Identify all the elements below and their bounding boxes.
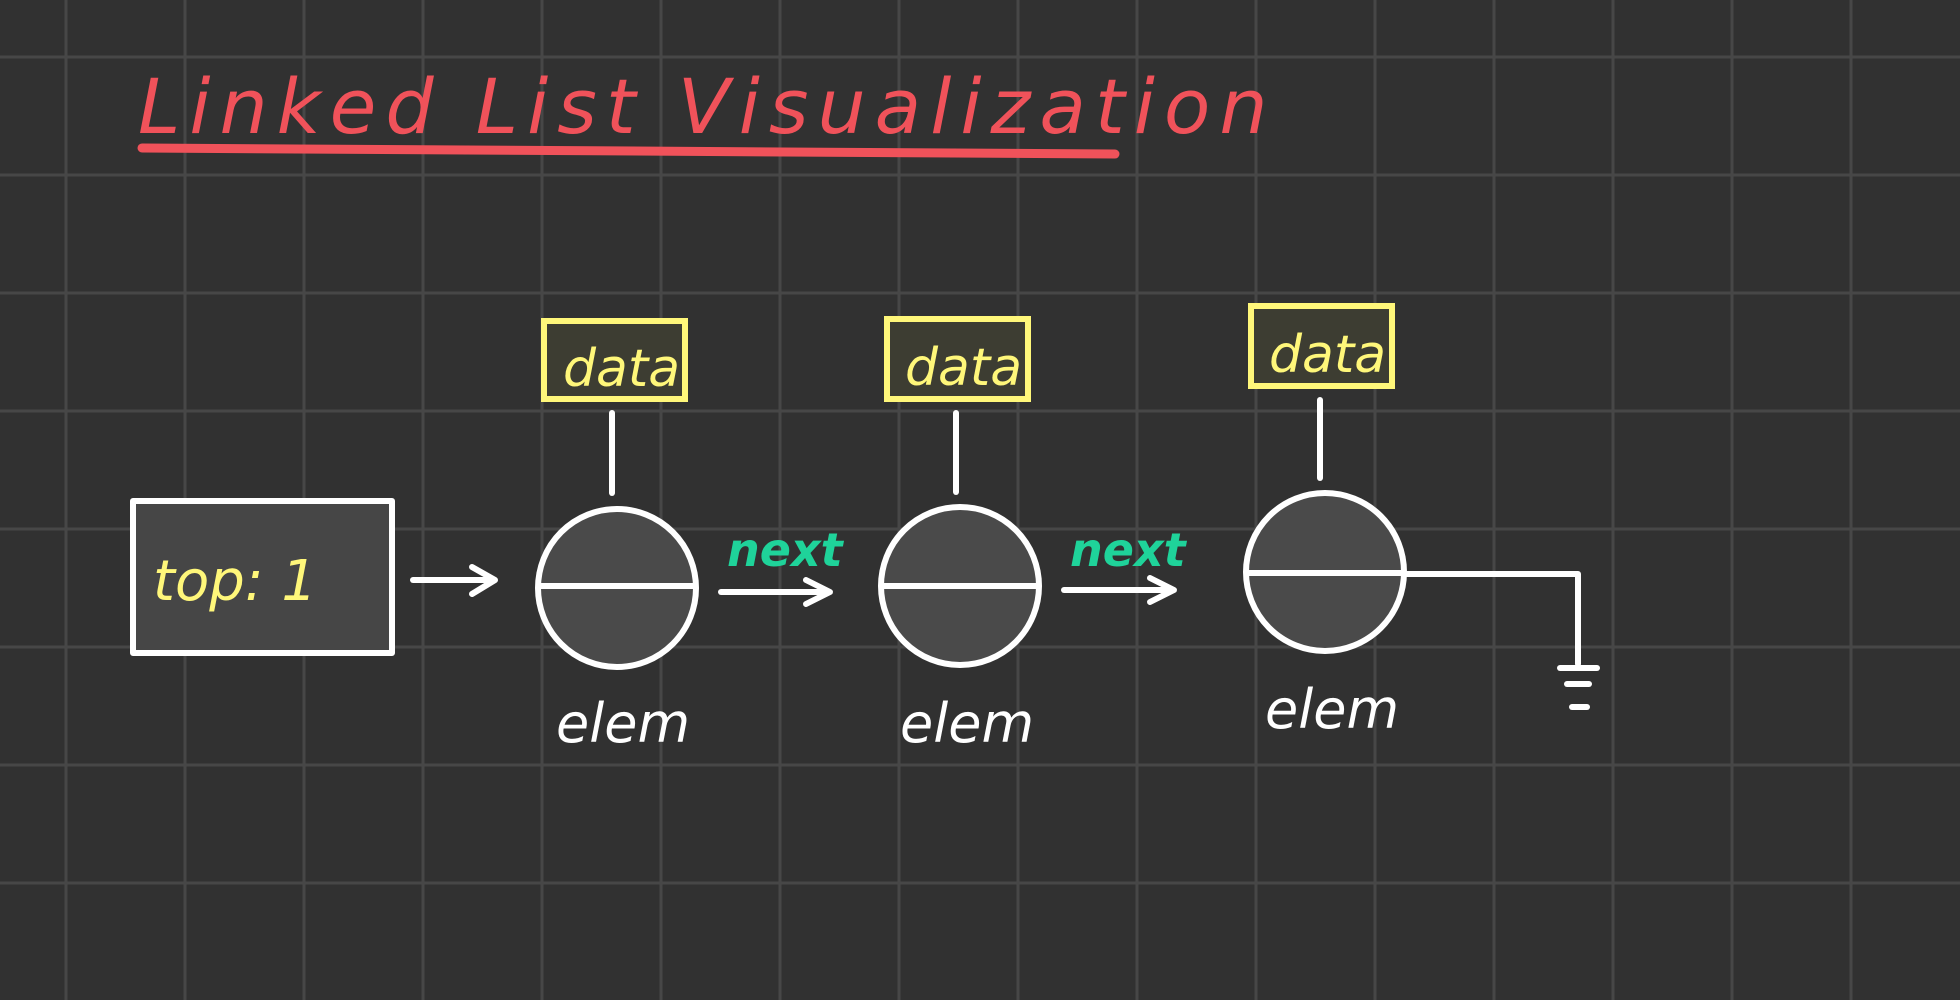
link-1-label: next	[727, 523, 845, 577]
node-1-data-label: data	[563, 339, 680, 399]
node-3-data-box	[1248, 303, 1395, 389]
node-2-data-label: data	[905, 338, 1022, 398]
head-pointer-box: top: 1	[130, 498, 395, 656]
title-underline	[137, 143, 1120, 159]
link-1: next	[718, 523, 845, 607]
ground-icon	[1401, 571, 1600, 710]
link-2: next	[1061, 523, 1188, 605]
arrow-right-icon	[1061, 575, 1177, 605]
diagram-title: Linked List Visualization	[138, 62, 1277, 151]
link-2-label: next	[1070, 523, 1188, 577]
node-3: data elem	[1243, 303, 1407, 741]
node-1: data elem	[535, 318, 699, 755]
node-2: data elem	[878, 316, 1042, 755]
node-2-data-box	[884, 316, 1031, 402]
node-1-caption: elem	[556, 692, 690, 755]
arrow-right-icon	[718, 577, 833, 607]
node-2-caption: elem	[900, 692, 1034, 755]
arrow-right-icon	[410, 564, 498, 597]
head-pointer-label: top: 1	[153, 549, 317, 614]
title-group: Linked List Visualization	[137, 62, 1277, 159]
node-3-caption: elem	[1265, 678, 1399, 741]
node-3-data-label: data	[1269, 325, 1386, 385]
node-1-data-box	[541, 318, 688, 402]
